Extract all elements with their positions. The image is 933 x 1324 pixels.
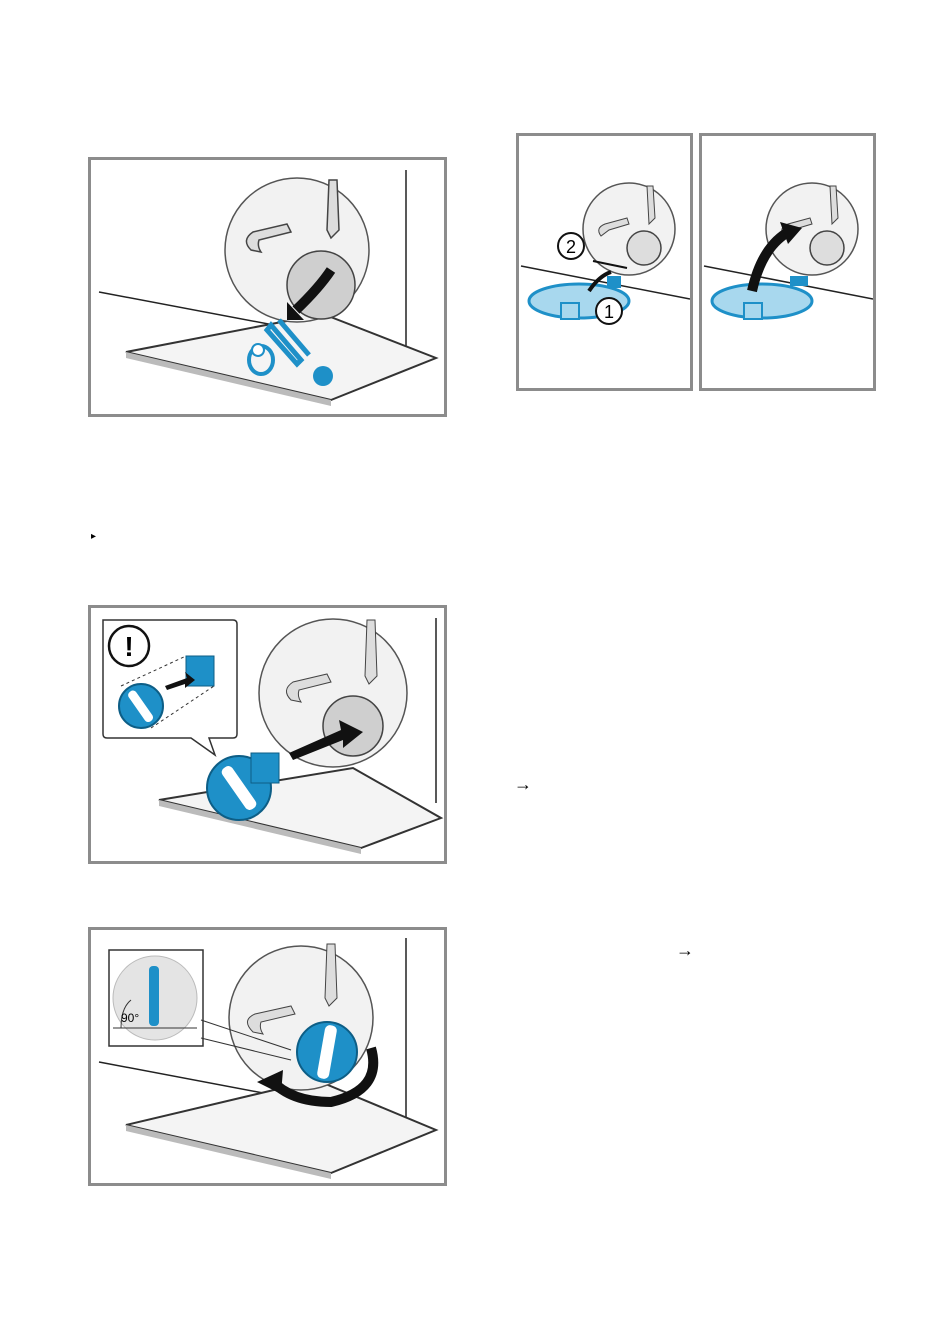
open-flap-illustration: 2 1 — [519, 136, 690, 388]
callout-2: 2 — [566, 237, 576, 257]
callout-1: 1 — [604, 302, 614, 322]
bullet-marker: ▸ — [91, 532, 96, 542]
figure-open-flap-step2 — [699, 133, 876, 391]
button-icon — [313, 366, 333, 386]
result-arrow-2: → — [676, 941, 694, 959]
result-arrow-1: → — [514, 775, 532, 793]
figure-open-flap-step1: 2 1 — [516, 133, 693, 391]
debris-removal-illustration — [91, 160, 444, 414]
flap-opened-illustration — [702, 136, 873, 388]
figure-turn-filter: 90° — [88, 927, 447, 1186]
pump-cap — [627, 231, 661, 265]
turn-filter-illustration: 90° — [91, 930, 444, 1183]
insert-filter-illustration: ! — [91, 608, 444, 861]
figure-insert-filter: ! — [88, 605, 447, 864]
angle-label: 90° — [121, 1011, 139, 1025]
warning-symbol: ! — [124, 631, 133, 662]
figure-debris-removal — [88, 157, 447, 417]
